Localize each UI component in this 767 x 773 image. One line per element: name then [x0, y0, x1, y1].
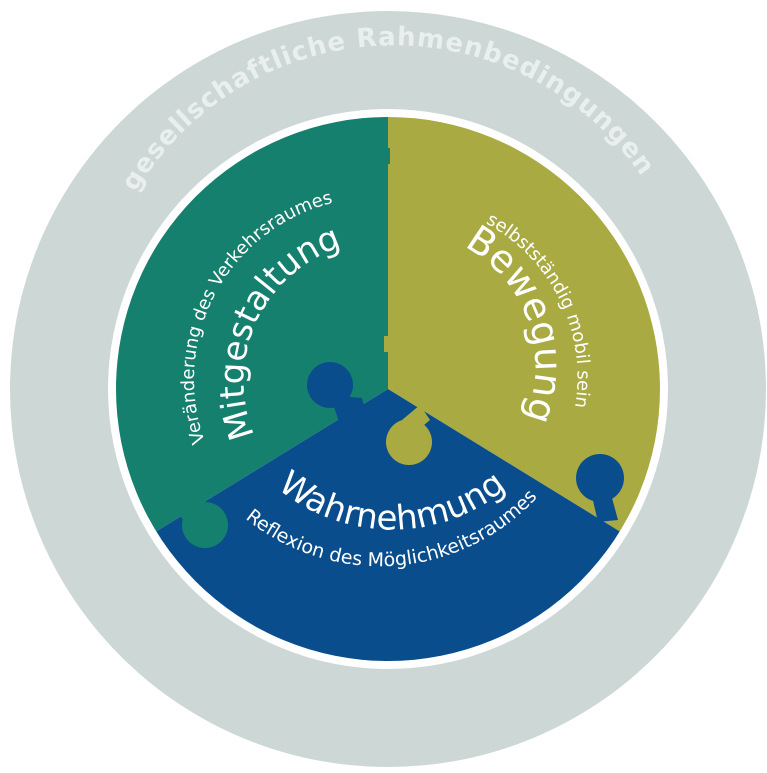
- puzzle-tab-olive-middle-neck: [384, 336, 398, 352]
- puzzle-tab-olive-lower-neck: [402, 405, 430, 430]
- puzzle-tab-green-left-neck: [176, 502, 205, 524]
- puzzle-tab-olive-lower: [386, 419, 432, 465]
- puzzle-tab-olive-middle: [390, 319, 438, 367]
- segment-wahrnehmung: [116, 389, 660, 661]
- puzzle-tab-green-top-neck: [360, 148, 390, 164]
- puzzle-tab-green-top: [334, 131, 382, 179]
- puzzle-tab-blue-right-neck: [590, 488, 618, 522]
- puzzle-tab-blue-center-neck: [330, 395, 368, 425]
- puzzle-tab-blue-right: [576, 454, 624, 502]
